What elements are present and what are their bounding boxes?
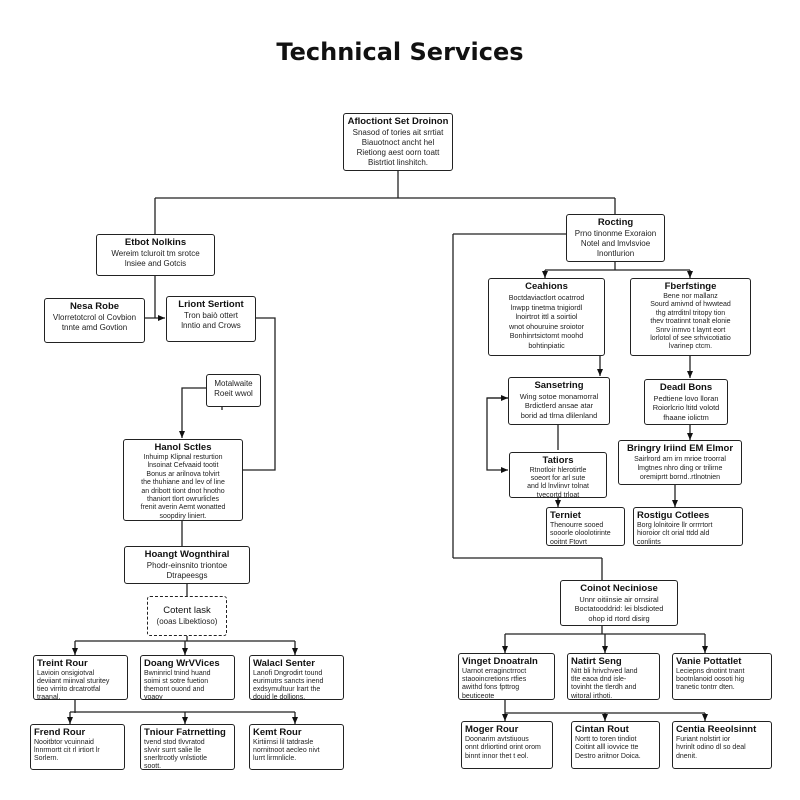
node-title: Hoangt Wognthiral <box>144 549 230 560</box>
node-walacl-senter: Walacl Senter Lanofi Dngrodirt tound eur… <box>249 655 344 700</box>
node-body: Uarnot erraginctrroct staooincretions rt… <box>462 668 527 700</box>
node-title: Vanie Pottatlet <box>676 656 742 667</box>
node-hoangt-wognthiral: Hoangt Wognthiral Phodr-einsnito trionto… <box>124 546 250 584</box>
node-title: Treint Rour <box>37 658 88 669</box>
node-title: Lriont Sertiont <box>178 299 244 310</box>
node-title: Terniet <box>550 510 581 521</box>
node-title: Bringry Iriind EM Elmor <box>626 443 734 454</box>
node-body: Prno tinonme Exoraion Notel and lmvlsvio… <box>574 229 657 258</box>
node-hanol-sctles: Hanol Sctles Inhuimp Klipnal resturtion … <box>123 439 243 521</box>
node-coinot-neciniose: Coinot Neciniose Unnr oitiinsie air orns… <box>560 580 678 626</box>
node-body: Furiant nolstirt ior hvrinlt odino dl so… <box>676 736 746 760</box>
node-body: Sairlrord arn irn mrioe troorral lmgtnes… <box>634 456 726 481</box>
node-lriont-sertiont: Lriont Sertiont Tron baiò ottert lnntio … <box>166 296 256 342</box>
node-doang-wrvvices: Doang WrVVices Bwninricl tnind huand soi… <box>140 655 235 700</box>
node-kemt-rour: Kemt Rour Kirtiirnsi lil tatdrasle norni… <box>249 724 344 770</box>
node-body: Wereim tcluroit tm srotce lnsiee and Got… <box>111 249 200 268</box>
node-title: Hanol Sctles <box>154 442 212 453</box>
node-body: Nooitbtor vcuinnaid lnnrmortt cit rl irt… <box>34 739 100 762</box>
node-body: Doonarim avtstiuous onnt drliortind orin… <box>465 736 541 760</box>
page-title: Technical Services <box>276 38 524 66</box>
node-body: Unnr oitiinsie air ornsiral Boctatooddri… <box>574 595 664 623</box>
node-title: Frend Rour <box>34 727 86 738</box>
node-body: Snasod of tories ait srrtiat Biauotnoct … <box>352 128 444 167</box>
node-body: Nitt bli hrivchved land tlte eaoa dnd is… <box>571 668 638 700</box>
node-title: Fberfstinge <box>664 281 717 292</box>
node-title: Nesa Robe <box>69 301 120 312</box>
node-body: Rtnotloir hlerotirtle soeort for arl sut… <box>527 467 589 498</box>
node-title: Kemt Rour <box>253 727 302 738</box>
node-terniet: Terniet Thenourre sooed sooorle olooloti… <box>546 507 625 546</box>
node-body: Bwninricl tnind huand soimi st sotre fue… <box>144 670 211 700</box>
node-body: Inhuimp Klipnal resturtion lnsoinat Cefv… <box>140 454 226 520</box>
node-ceahions: Ceahions Boctdaviactlort ocatrrod lnwpp … <box>488 278 605 356</box>
node-title: Cotent lask <box>163 605 211 616</box>
node-moger-rour: Moger Rour Doonarim avtstiuous onnt drli… <box>461 721 553 769</box>
node-title: Centia Reeolsinnt <box>676 724 757 735</box>
node-title: Coinot Neciniose <box>580 583 658 594</box>
node-title: Rocting <box>597 217 634 228</box>
node-title: Walacl Senter <box>253 658 315 669</box>
node-title: Etbot Nolkins <box>124 237 187 248</box>
node-body: Vlorretotcrol ol Covbion tnnte amd Govti… <box>52 313 137 332</box>
node-title: Cintan Rout <box>575 724 629 735</box>
node-body: Tron baiò ottert lnntio and Crows <box>181 311 241 330</box>
node-body: tvend stod tlvvratod slvvir surrt salie … <box>144 739 208 770</box>
node-rocting: Rocting Prno tinonme Exoraion Notel and … <box>566 214 665 262</box>
node-deadl-bons: Deadl Bons Pedtiene lovo lloran Roiorlcr… <box>644 379 728 425</box>
node-cintan-rout: Cintan Rout Nortt to toren tindiot Coiti… <box>571 721 660 769</box>
node-title: Deadl Bons <box>659 382 713 393</box>
node-vanie-pottatlet: Vanie Pottatlet Leciepns dnotint tnant b… <box>672 653 772 700</box>
node-title: Moger Rour <box>465 724 519 735</box>
node-body: Borg lolnitoire llr orrrrtort hioroior c… <box>637 522 713 546</box>
node-body: (ooas Libektioso) <box>156 617 218 626</box>
node-rostigu-cotlees: Rostigu Cotlees Borg lolnitoire llr orrr… <box>633 507 743 546</box>
node-title: Doang WrVVices <box>144 658 220 669</box>
node-body: Nortt to toren tindiot Coitint alll iovv… <box>575 736 641 760</box>
node-bringry-iriind: Bringry Iriind EM Elmor Sairlrord arn ir… <box>618 440 742 485</box>
node-body: Leciepns dnotint tnant bootnlanoid oosot… <box>676 668 745 692</box>
node-sansetring: Sansetring Wing sotoe monamorral Brdictl… <box>508 377 610 425</box>
node-body: Motalwaite Roeit wwol <box>214 379 253 398</box>
node-title: Ceahions <box>525 281 568 292</box>
node-fberfstinge: Fberfstinge Bene nor mallanz Sourd amivn… <box>630 278 751 356</box>
node-tniour-fatrnetting: Tniour Fatrnetting tvend stod tlvvratod … <box>140 724 235 770</box>
node-title: Afloctiont Set Droinon <box>347 116 449 127</box>
node-natirt-seng: Natirt Seng Nitt bli hrivchved land tlte… <box>567 653 660 700</box>
node-root: Afloctiont Set Droinon Snasod of tories … <box>343 113 453 171</box>
node-body: Wing sotoe monamorral Brdictlerd ansae a… <box>519 392 599 420</box>
node-motalwaite: Motalwaite Roeit wwol <box>206 374 261 407</box>
node-tatiors: Tatiors Rtnotloir hlerotirtle soeort for… <box>509 452 607 498</box>
node-vinget-dnoatraln: Vinget Dnoatraln Uarnot erraginctrroct s… <box>458 653 555 700</box>
node-title: Rostigu Cotlees <box>637 510 710 521</box>
node-treint-rour: Treint Rour Lavioin onsigiotval deviiant… <box>33 655 128 700</box>
node-nesa-robe: Nesa Robe Vlorretotcrol ol Covbion tnnte… <box>44 298 145 343</box>
node-title: Natirt Seng <box>571 656 622 667</box>
node-body: Pedtiene lovo lloran Roiorlcrio ltitd vo… <box>652 394 720 422</box>
node-body: Thenourre sooed sooorle oloolotirinte oo… <box>550 522 611 546</box>
node-title: Vinget Dnoatraln <box>462 656 538 667</box>
node-body: Bene nor mallanz Sourd amivnd of hwwtead… <box>650 293 731 351</box>
node-body: Lavioin onsigiotval deviiant miinval stu… <box>37 670 110 700</box>
node-frend-rour: Frend Rour Nooitbtor vcuinnaid lnnrmortt… <box>30 724 125 770</box>
node-title: Tniour Fatrnetting <box>144 727 226 738</box>
node-title: Sansetring <box>534 380 584 391</box>
node-body: Lanofi Dngrodirt tound eurimutrs sancts … <box>253 670 324 700</box>
node-body: Boctdaviactlort ocatrrod lnwpp tinetma t… <box>508 293 585 350</box>
node-centia-reeolsinnt: Centia Reeolsinnt Furiant nolstirt ior h… <box>672 721 772 769</box>
node-title: Tatiors <box>542 455 574 466</box>
node-cotent-lask: Cotent lask (ooas Libektioso) <box>147 596 227 636</box>
node-body: Kirtiirnsi lil tatdrasle nornitnoot aecl… <box>253 739 320 762</box>
node-body: Phodr-einsnito triontoe Dtrapeesgs <box>146 561 228 580</box>
node-etbot-nolkins: Etbot Nolkins Wereim tcluroit tm srotce … <box>96 234 215 276</box>
